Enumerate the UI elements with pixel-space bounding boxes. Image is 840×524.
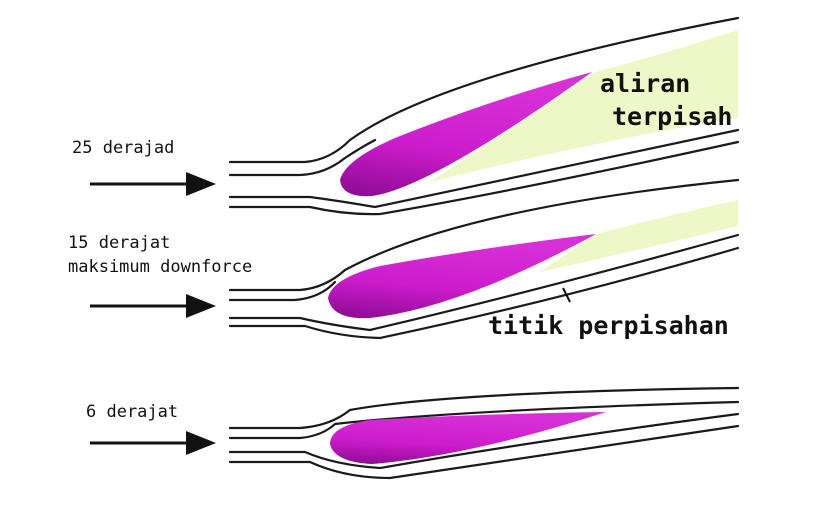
streamline-lower-inner bbox=[228, 128, 740, 209]
angle-label: 6 derajat bbox=[86, 402, 178, 422]
streamline-upper-outer bbox=[228, 178, 740, 292]
case-6-deg: 6 derajat bbox=[86, 386, 740, 480]
streamline-lower-inner bbox=[228, 233, 740, 332]
separated-flow-region bbox=[540, 200, 738, 272]
case-25-deg: 25 derajad aliran terpisah bbox=[72, 16, 740, 216]
streamline-upper-outer bbox=[228, 386, 740, 430]
airfoil bbox=[328, 234, 596, 319]
separated-flow-region bbox=[430, 30, 738, 182]
flow-arrow-head bbox=[186, 431, 216, 455]
streamline-upper-outer bbox=[228, 16, 740, 164]
streamline-upper-inner bbox=[228, 400, 740, 440]
streamline-upper-inner bbox=[228, 280, 337, 302]
separated-flow-label-1: aliran bbox=[600, 69, 690, 98]
subtitle-label: maksimum downforce bbox=[68, 257, 252, 277]
streamline-upper-inner bbox=[228, 138, 377, 177]
separation-pointer bbox=[562, 287, 571, 303]
flow-arrow-head bbox=[186, 294, 216, 318]
separation-point-label: titik perpisahan bbox=[488, 311, 729, 340]
airfoil bbox=[330, 412, 606, 464]
streamline-lower-outer bbox=[228, 140, 740, 216]
streamline-lower-inner bbox=[228, 412, 740, 470]
case-15-deg: 15 derajat maksimum downforce titik perp… bbox=[68, 178, 740, 340]
flow-arrow-head bbox=[186, 172, 216, 196]
angle-label: 15 derajat bbox=[68, 233, 170, 253]
streamline-lower-outer bbox=[228, 424, 740, 480]
streamline-lower-outer bbox=[228, 246, 740, 340]
separated-flow-label-2: terpisah bbox=[612, 102, 732, 131]
airfoil bbox=[340, 72, 592, 197]
angle-label: 25 derajad bbox=[72, 138, 174, 158]
